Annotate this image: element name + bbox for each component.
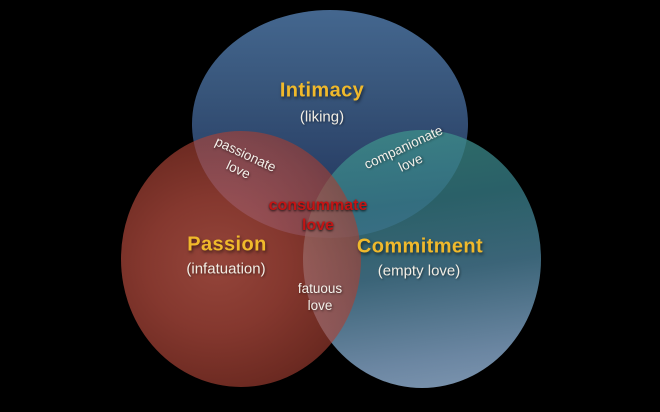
fatuous-love-line2: love [307, 298, 333, 313]
passion-sublabel: (infatuation) [186, 260, 266, 278]
commitment-sublabel: (empty love) [377, 262, 461, 280]
fatuous-love-line1: fatuous [297, 281, 343, 296]
consummate-love-line1: consummate [268, 197, 368, 214]
passion-label: Passion [187, 233, 267, 256]
intimacy-sublabel: (liking) [299, 108, 345, 126]
consummate-love-line2: love [301, 217, 335, 234]
intimacy-label: Intimacy [279, 79, 365, 102]
commitment-label: Commitment [356, 235, 484, 258]
consummate-love-label: consummate love [269, 196, 368, 236]
passion-circle [121, 131, 361, 387]
fatuous-love-label: fatuous love [298, 280, 342, 314]
